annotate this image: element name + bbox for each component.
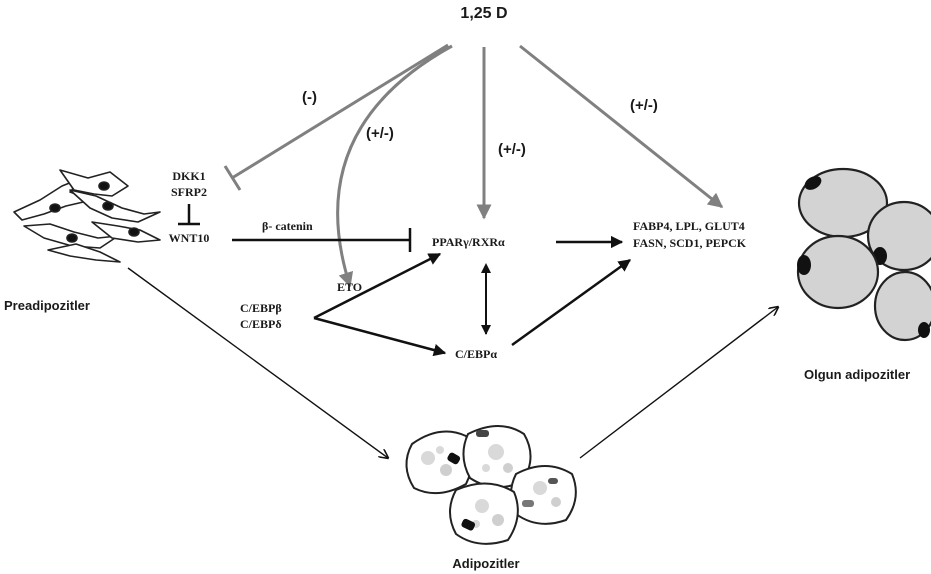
cebpd-label: C/EBPδ [240, 317, 282, 331]
adipocyte-cells-illustration [405, 425, 577, 545]
cebpa-label: C/EBPα [455, 347, 498, 361]
effect-minus-label: (-) [302, 89, 317, 106]
effect-pm-genes-label: (+/-) [630, 97, 658, 114]
adipocyte-cell [449, 482, 519, 545]
mature-adipocyte-cell [796, 234, 880, 310]
target-genes-line1: FABP4, LPL, GLUT4 [633, 219, 745, 233]
effect-pm-eto-label: (+/-) [366, 125, 394, 142]
mature-adipocyte-cell [866, 200, 931, 272]
cebpa-to-genes-arrow [511, 258, 632, 347]
stage-preadipocytes-label: Preadipozitler [4, 298, 90, 313]
preadipocyte-cells-illustration [13, 169, 161, 263]
adipocyte-cell [510, 465, 577, 525]
adipocyte-cell [405, 430, 473, 495]
eto-label: ETO [337, 280, 363, 294]
ppar-rxr-label: PPARγ/RXRα [432, 235, 505, 249]
vitamin-d-to-eto-arrow [336, 44, 453, 288]
vitamin-d-to-genes-arrow [519, 44, 724, 209]
stage-adipocytes-label: Adipozitler [452, 556, 520, 571]
cebpb-to-ppar-arrow [313, 252, 442, 320]
vitamin-d-label: 1,25 D [460, 5, 508, 22]
sfrp2-label: SFRP2 [171, 185, 207, 199]
dkk1-inhibit-wnt10 [178, 204, 200, 226]
preadipocyte-to-adipocyte-arrow [127, 267, 388, 458]
effect-pm-ppar-label: (+/-) [498, 141, 526, 158]
adipocyte-to-mature-arrow [579, 307, 778, 459]
cebpb-label: C/EBPβ [240, 301, 282, 315]
beta-catenin-label: β- catenin [262, 219, 313, 233]
wnt10-label: WNT10 [168, 231, 210, 245]
mature-adipocyte-cell [873, 270, 931, 342]
dkk1-label: DKK1 [172, 169, 206, 183]
stage-mature-adipocytes-label: Olgun adipozitler [804, 367, 911, 382]
cebpb-to-cebpa-arrow [313, 316, 447, 357]
adipocyte-cell [462, 425, 532, 489]
mature-adipocyte-cells-illustration [796, 167, 931, 342]
target-genes-line2: FASN, SCD1, PEPCK [633, 236, 747, 250]
vitamin-d-inhibit-dkk1 [223, 43, 449, 191]
wnt10-inhibit-ppar [232, 228, 412, 252]
